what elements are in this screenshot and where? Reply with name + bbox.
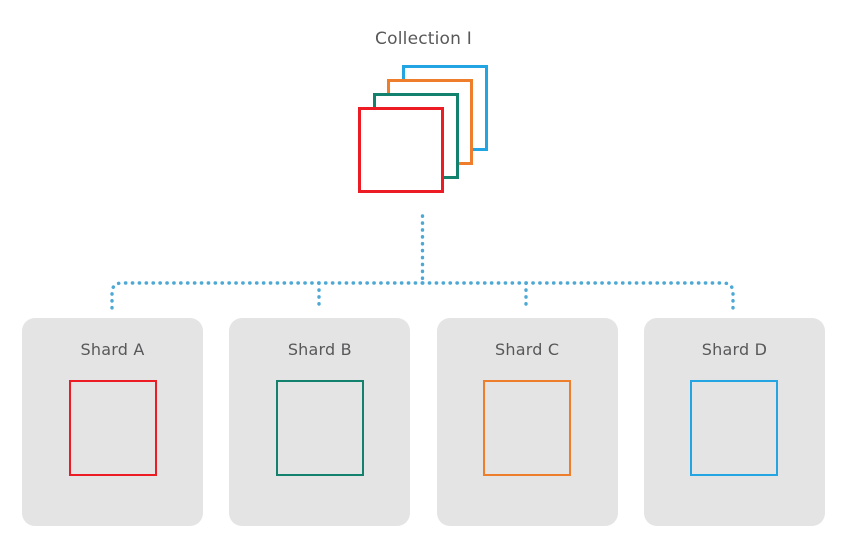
- shard-square-c: [483, 380, 572, 476]
- shard-label-c: Shard C: [495, 340, 560, 359]
- shard-card-b[interactable]: Shard B: [229, 318, 411, 526]
- connector-bus-left: [110, 281, 425, 312]
- shard-square-d: [690, 380, 779, 476]
- connector-bus-right: [420, 281, 735, 312]
- shard-row: Shard A Shard B Shard C Shard D: [22, 318, 825, 526]
- shard-card-d[interactable]: Shard D: [643, 318, 825, 526]
- collection-title: Collection I: [375, 29, 472, 49]
- shard-label-a: Shard A: [80, 340, 145, 359]
- shard-card-c[interactable]: Shard C: [436, 318, 618, 526]
- shard-card-a[interactable]: Shard A: [22, 318, 203, 526]
- stack-square-red: [358, 107, 444, 193]
- collection-stack: [358, 65, 490, 193]
- shard-square-b: [275, 380, 364, 476]
- shard-label-b: Shard B: [287, 340, 352, 359]
- shard-label-d: Shard D: [701, 340, 768, 359]
- shard-square-a: [68, 380, 157, 476]
